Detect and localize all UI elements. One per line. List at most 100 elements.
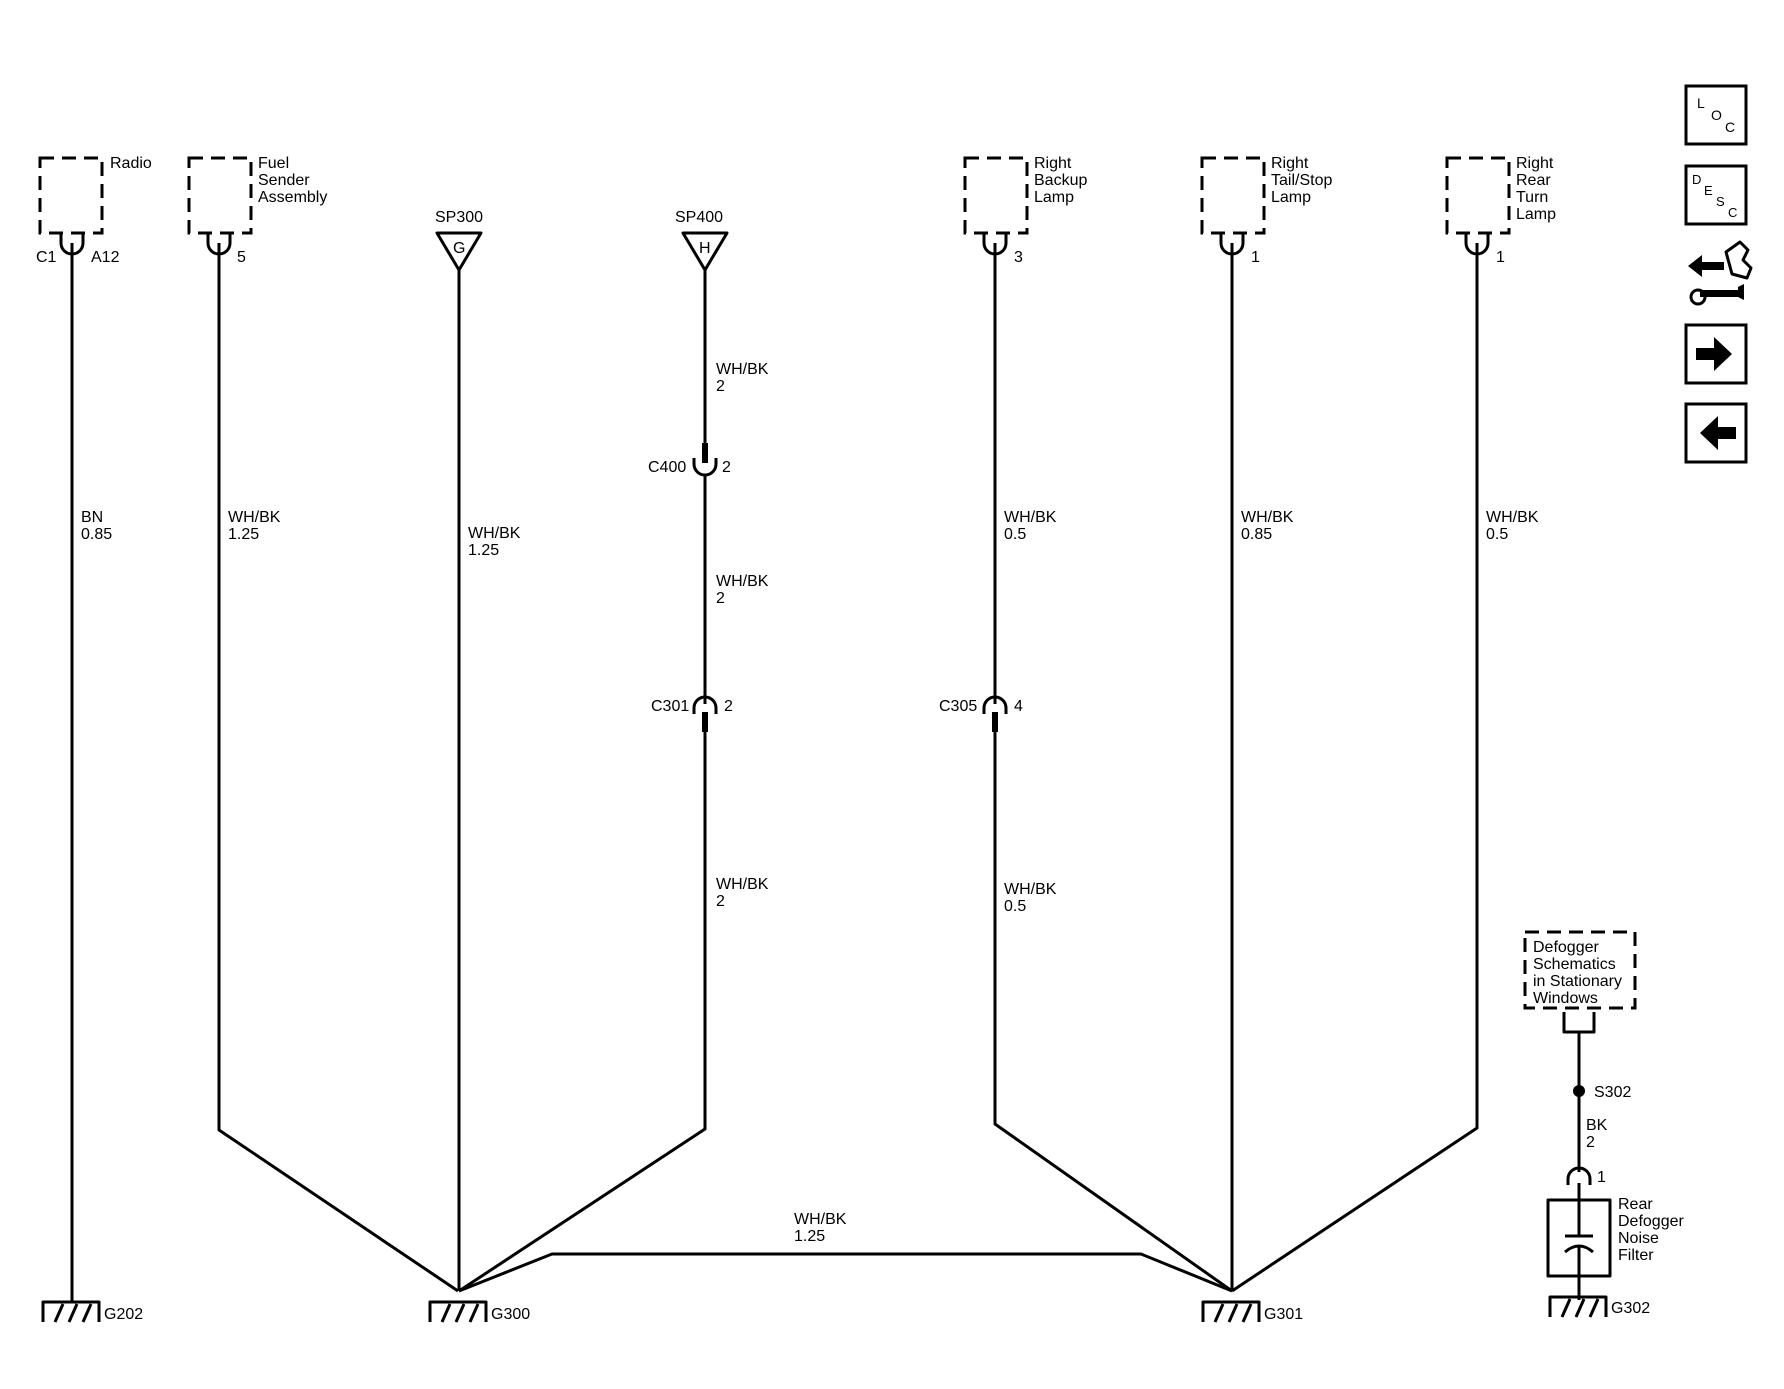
sp400-label: SP400 — [675, 209, 723, 226]
tail-stop-lamp-circuit: Right Tail/Stop Lamp 1 WH/BK 0.85 — [1200, 155, 1332, 1291]
rear-turn-lamp-circuit: Right Rear Turn Lamp 1 WH/BK 0.5 — [1231, 155, 1556, 1293]
c301-connector-symbol — [692, 695, 718, 714]
c305-male-terminal — [992, 712, 998, 732]
desc-button[interactable]: D E S C — [1684, 164, 1748, 226]
fuel-sender-component-box — [187, 156, 253, 235]
sp300-circuit: SP300 G WH/BK 1.25 — [435, 209, 521, 1291]
fuel-sender-wire — [217, 243, 459, 1293]
ground-icon — [41, 1300, 101, 1323]
fuel-sender-label-2: Sender — [258, 172, 310, 189]
sp300-label: SP300 — [435, 209, 483, 226]
desc-letter-s: S — [1716, 194, 1725, 209]
ground-g202: G202 — [41, 1300, 143, 1323]
loc-letter-o: O — [1711, 107, 1722, 123]
sp300-wire-gauge: 1.25 — [468, 542, 499, 559]
arrow-left-icon — [1700, 416, 1736, 450]
noise-filter-connector-symbol — [1566, 1166, 1592, 1185]
desc-letter-c: C — [1728, 205, 1737, 220]
arrow-right-icon — [1696, 337, 1732, 371]
tail-stop-lamp-label-1: Right — [1271, 155, 1309, 172]
g300-g301-wire — [458, 1252, 1233, 1293]
noise-filter-label-3: Noise — [1618, 1230, 1659, 1247]
g300-label: G300 — [491, 1306, 530, 1323]
backup-lamp-label-1: Right — [1034, 155, 1072, 172]
noise-filter-label-2: Defogger — [1618, 1213, 1684, 1230]
c400-pin: 2 — [722, 459, 731, 476]
desc-icon — [1684, 164, 1748, 226]
connector-swap-icon — [1688, 240, 1753, 306]
noise-filter-label-4: Filter — [1618, 1247, 1654, 1264]
ground-g302: G302 — [1548, 1295, 1650, 1318]
radio-label: Radio — [110, 155, 152, 172]
radio-pin: A12 — [91, 249, 120, 266]
sp400-wire-bot-color: WH/BK — [716, 876, 769, 893]
g202-label: G202 — [104, 1306, 143, 1323]
radio-connector-id: C1 — [36, 249, 57, 266]
g300-g301-wire-gauge: 1.25 — [794, 1228, 825, 1245]
loc-icon — [1684, 84, 1748, 146]
sp300-letter: G — [453, 240, 465, 257]
backup-lamp-label-2: Backup — [1034, 172, 1087, 189]
sp400-wire-mid-gauge: 2 — [716, 590, 725, 607]
ground-g301: G301 — [1201, 1300, 1303, 1323]
fuel-sender-wire-color: WH/BK — [228, 509, 281, 526]
fuel-sender-pin: 5 — [237, 249, 246, 266]
ground-icon — [1201, 1300, 1261, 1323]
rear-turn-lamp-pin: 1 — [1496, 249, 1505, 266]
tail-stop-lamp-component-box — [1200, 156, 1266, 235]
c400-male-terminal — [702, 443, 708, 463]
radio-circuit: Radio C1 A12 BN 0.85 — [36, 155, 152, 1303]
sp400-wire-top-color: WH/BK — [716, 361, 769, 378]
sp300-splice-symbol — [435, 231, 483, 272]
s302-label: S302 — [1594, 1084, 1631, 1101]
defogger-label-2: Schematics — [1533, 956, 1616, 973]
loc-button[interactable]: L O C — [1684, 84, 1748, 146]
ground-icon — [428, 1300, 488, 1323]
c305-connector-symbol — [982, 695, 1008, 714]
backup-lamp-component-box — [963, 156, 1029, 235]
sp400-wire-bottom — [458, 730, 707, 1293]
loc-letter-c: C — [1725, 119, 1735, 135]
tail-stop-lamp-wire-color: WH/BK — [1241, 509, 1294, 526]
c301-male-terminal — [702, 712, 708, 732]
c400-id: C400 — [648, 459, 686, 476]
radio-wire-gauge: 0.85 — [81, 526, 112, 543]
sp400-letter: H — [699, 240, 711, 257]
connector-swap-button[interactable] — [1688, 240, 1753, 306]
previous-button[interactable] — [1684, 402, 1748, 464]
tail-stop-lamp-label-2: Tail/Stop — [1271, 172, 1332, 189]
sp400-circuit: SP400 H WH/BK 2 C400 2 WH/BK 2 C301 2 WH… — [458, 209, 769, 1293]
sp400-wire-top-gauge: 2 — [716, 378, 725, 395]
defogger-tab — [1562, 1012, 1596, 1034]
defogger-label-4: Windows — [1533, 990, 1598, 1007]
fuel-sender-circuit: Fuel Sender Assembly 5 WH/BK 1.25 — [187, 155, 459, 1293]
backup-lamp-wire-top-color: WH/BK — [1004, 509, 1057, 526]
fuel-sender-label-1: Fuel — [258, 155, 289, 172]
rear-turn-lamp-label-3: Turn — [1516, 189, 1548, 206]
sp400-wire-mid-color: WH/BK — [716, 573, 769, 590]
s302-splice-dot — [1573, 1085, 1585, 1097]
ground-icon — [1548, 1295, 1608, 1318]
sp300-wire-color: WH/BK — [468, 525, 521, 542]
fuel-sender-label-3: Assembly — [258, 189, 327, 206]
rear-turn-lamp-label-2: Rear — [1516, 172, 1551, 189]
backup-lamp-label-3: Lamp — [1034, 189, 1074, 206]
rear-turn-lamp-component-box — [1445, 156, 1511, 235]
noise-filter-label-1: Rear — [1618, 1196, 1653, 1213]
g301-label: G301 — [1264, 1306, 1303, 1323]
c305-id: C305 — [939, 698, 977, 715]
backup-lamp-wire-top-gauge: 0.5 — [1004, 526, 1026, 543]
backup-lamp-pin: 3 — [1014, 249, 1023, 266]
rear-turn-lamp-wire-color: WH/BK — [1486, 509, 1539, 526]
g300-g301-wire-color: WH/BK — [794, 1211, 847, 1228]
defogger-circuit: Defogger Schematics in Stationary Window… — [1523, 930, 1684, 1300]
c305-pin: 4 — [1014, 698, 1023, 715]
noise-filter-pin: 1 — [1597, 1169, 1606, 1186]
defogger-wire-color: BK — [1586, 1117, 1608, 1134]
next-button[interactable] — [1684, 323, 1748, 385]
radio-wire-color: BN — [81, 509, 103, 526]
sp400-splice-symbol — [681, 231, 729, 272]
fuel-sender-wire-gauge: 1.25 — [228, 526, 259, 543]
defogger-wire-gauge: 2 — [1586, 1134, 1595, 1151]
defogger-label-3: in Stationary — [1533, 973, 1622, 990]
